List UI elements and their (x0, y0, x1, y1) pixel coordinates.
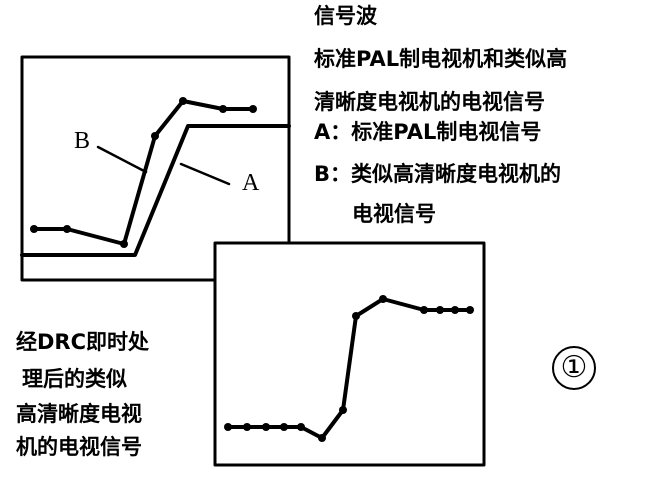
caption-line2: 清晰度电视机的电视信号 (314, 90, 545, 114)
signal-b-point (151, 132, 159, 140)
drc-signal-point (451, 306, 459, 314)
label-b-pointer (96, 145, 148, 174)
signal-b-point (120, 240, 128, 248)
left-caption-line1: 经DRC即时处 (16, 330, 150, 354)
label-a-pointer (179, 162, 231, 186)
drc-signal-point (297, 423, 305, 431)
signal-a-line (20, 124, 291, 257)
panel-1-frame (20, 55, 291, 282)
caption-line5: 电视信号 (352, 202, 436, 226)
left-caption-line2: 理后的类似 (22, 367, 127, 391)
left-caption-line4: 机的电视信号 (16, 435, 142, 459)
signal-b-point (249, 105, 257, 113)
signal-b-point (30, 225, 38, 233)
label-a: A (242, 170, 260, 196)
drc-signal-point (339, 406, 347, 414)
caption-line3: A：标准PAL制电视信号 (314, 120, 542, 144)
signal-b-point (63, 225, 71, 233)
drc-signal-point (262, 423, 270, 431)
drc-signal-point (224, 423, 232, 431)
drc-signal-point (352, 312, 360, 320)
caption-title: 信号波 (314, 4, 377, 28)
label-b: B (74, 128, 91, 154)
signal-b-point (219, 105, 227, 113)
drc-signal-point (420, 306, 428, 314)
caption-line1: 标准PAL制电视机和类似高 (314, 47, 568, 71)
drc-signal-point (280, 423, 288, 431)
signal-b-line (32, 99, 255, 246)
drc-signal-point (436, 306, 444, 314)
drc-signal-point (466, 306, 474, 314)
figure-number: ① (552, 346, 596, 390)
left-caption-line3: 高清晰度电视 (16, 402, 142, 426)
drc-signal-point (318, 434, 326, 442)
caption-line4: B：类似高清晰度电视机的 (314, 162, 562, 186)
signal-b-point (179, 97, 187, 105)
drc-signal-point (243, 423, 251, 431)
drc-signal-point (379, 295, 387, 303)
